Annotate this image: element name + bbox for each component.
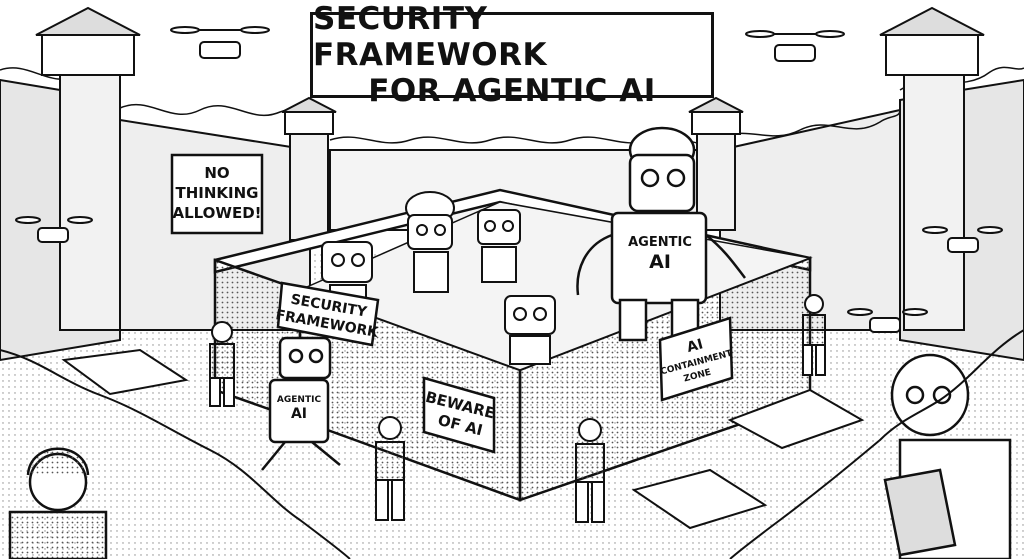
guard-figure — [375, 416, 405, 521]
svg-text:AGENTIC: AGENTIC — [277, 395, 322, 405]
svg-text:AGENTIC: AGENTIC — [628, 235, 692, 250]
watchtower-right — [879, 6, 985, 331]
agentic-chest-label-small: AGENTIC AI — [277, 395, 322, 422]
svg-text:THINKING: THINKING — [176, 184, 259, 202]
mousetrap-icon — [61, 348, 865, 530]
watchtower-center-left — [281, 96, 337, 241]
caged-robot — [477, 209, 521, 283]
page-title: SECURITY FRAMEWORK FOR AGENTIC AI — [310, 1, 714, 109]
no-thinking-sign: NO THINKING ALLOWED! — [170, 153, 264, 235]
watchtower-center-right — [688, 96, 744, 231]
guard-portrait — [8, 447, 108, 559]
foreground-barbed-wire — [0, 329, 1024, 559]
svg-text:AI: AI — [291, 406, 307, 422]
title-line-2: FOR AGENTIC AI — [368, 73, 656, 109]
agentic-ai-robot — [576, 126, 746, 342]
scientist-figure — [883, 353, 1012, 559]
containment-zone-sign: AI CONTAINMENT ZONE — [658, 316, 734, 402]
guard-figure — [802, 294, 826, 376]
drone-icon — [745, 30, 845, 62]
guard-figure — [575, 418, 605, 523]
title-line-1: SECURITY FRAMEWORK — [313, 1, 548, 73]
svg-text:AI: AI — [649, 251, 671, 273]
guard-figure — [209, 321, 235, 407]
drone-icon — [15, 216, 93, 243]
caged-robot — [405, 191, 455, 293]
svg-text:AI: AI — [685, 336, 705, 356]
drone-icon — [170, 26, 270, 59]
svg-text:NO: NO — [204, 164, 229, 182]
watchtower-left — [35, 6, 141, 331]
drone-icon — [847, 308, 928, 333]
escaping-robot — [261, 336, 341, 471]
drone-icon — [922, 226, 1003, 253]
svg-text:ALLOWED!: ALLOWED! — [172, 204, 261, 222]
agentic-chest-label: AGENTIC AI — [628, 235, 692, 273]
caged-robot — [504, 295, 556, 365]
